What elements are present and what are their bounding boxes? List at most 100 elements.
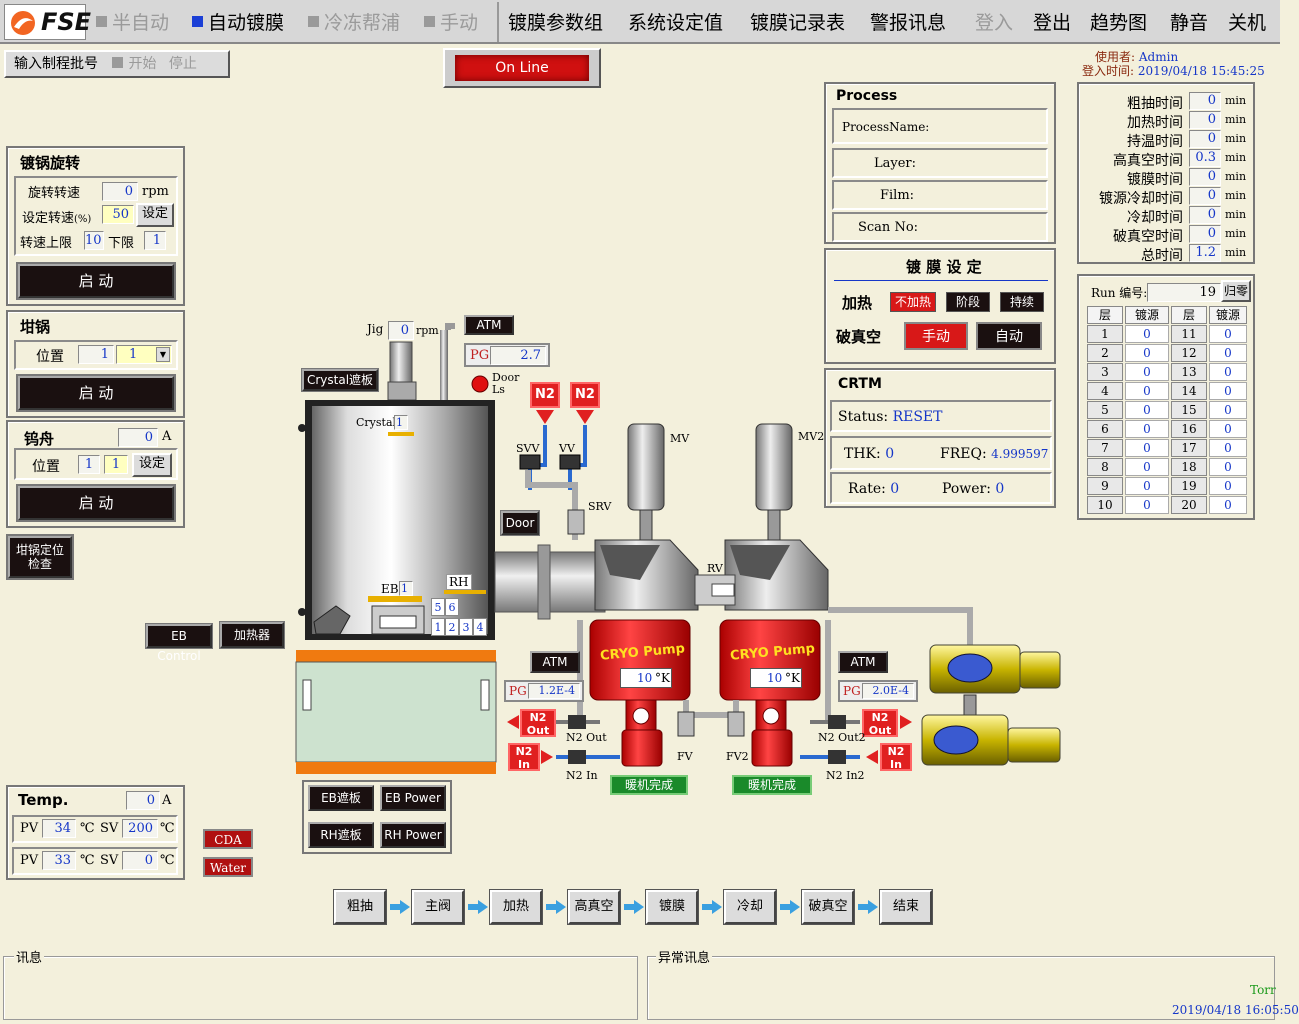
timer-unit: min <box>1225 227 1247 240</box>
menu-logout[interactable]: 登出 <box>1033 12 1072 34</box>
source-cell: 0 <box>1125 420 1169 438</box>
batch-input-button[interactable]: 输入制程批号 开始 停止 <box>4 50 230 78</box>
temp-row1 <box>12 815 178 843</box>
upper-limit-value: 10 <box>84 231 104 250</box>
svv-valve <box>519 454 541 470</box>
continuous-heat-button[interactable]: 持续 <box>1000 292 1044 312</box>
gas-pipe <box>440 330 448 402</box>
boat-set-button[interactable]: 设定 <box>132 453 172 477</box>
sv-unit: ℃ <box>160 821 175 836</box>
mode-semi-auto[interactable]: 半自动 <box>96 8 169 35</box>
crucible-start-button[interactable]: 启 动 <box>18 376 174 410</box>
boat-pos-input[interactable]: 1 <box>104 455 128 474</box>
crucible-pos-select[interactable]: 1 ▼ <box>116 345 172 364</box>
set-speed-button[interactable]: 设定 <box>136 203 174 227</box>
crucible-pos-value: 1 <box>78 345 114 364</box>
vent-auto-button[interactable]: 自动 <box>976 322 1042 350</box>
menu-coating-records[interactable]: 镀膜记录表 <box>750 12 846 34</box>
n2-tag-right: N2 <box>570 382 600 408</box>
source-cell: 0 <box>1209 363 1247 381</box>
n2-in-left: N2 In <box>508 743 540 771</box>
rv-label: RV <box>707 562 723 575</box>
boat-unit: A <box>162 429 172 444</box>
process-panel: Process ProcessName: Layer: Film: Scan N… <box>824 82 1056 244</box>
arrow-left-icon <box>507 715 519 729</box>
mv2-label: MV2 <box>798 430 825 443</box>
crystal-shutter-button[interactable]: Crystal遮板 <box>302 369 378 391</box>
layer-cell: 16 <box>1171 420 1207 438</box>
source-cell: 0 <box>1125 401 1169 419</box>
no-heat-button[interactable]: 不加热 <box>890 292 936 312</box>
menu-alarm-messages[interactable]: 警报讯息 <box>870 12 947 34</box>
rh-cell: 2 <box>445 618 459 636</box>
layer-cell: 6 <box>1087 420 1123 438</box>
sequence-step: 加热 <box>490 890 542 924</box>
pv-label: PV <box>20 821 39 836</box>
timer-label: 总时间 <box>1141 248 1183 264</box>
mode-cryo-pump[interactable]: 冷冻帮浦 <box>308 8 400 35</box>
arrow-right-icon <box>624 900 644 914</box>
lower-limit-value: 1 <box>144 231 166 250</box>
layer-cell: 15 <box>1171 401 1207 419</box>
run-reset-button[interactable]: 归零 <box>1221 280 1251 302</box>
vent-manual-button[interactable]: 手动 <box>904 322 968 350</box>
run-header: 镀源 <box>1209 306 1247 324</box>
checkbox-icon <box>112 57 124 68</box>
eb-power-button[interactable]: EB Power <box>380 785 446 811</box>
crystal-value: 1 <box>394 415 408 430</box>
sequence-step: 冷却 <box>724 890 776 924</box>
upper-limit-label: 转速上限 <box>20 236 73 251</box>
eb-label: EB <box>381 582 399 596</box>
door-button[interactable]: Door <box>501 511 539 535</box>
login-time: 登入时间: 2019/04/18 15:45:25 <box>1082 64 1265 78</box>
kelvin-unit: °K <box>785 671 800 685</box>
heater-button[interactable]: 加热器 <box>220 622 284 648</box>
rotation-panel: 镀锅旋转 旋转转速 0 rpm 设定转速(%) 50 设定 转速上限 10 下限… <box>6 146 185 306</box>
menu-trend[interactable]: 趋势图 <box>1090 12 1148 34</box>
menu-login[interactable]: 登入 <box>975 12 1014 34</box>
speed-unit: rpm <box>142 184 169 199</box>
mode-auto-coating[interactable]: 自动镀膜 <box>192 8 284 35</box>
rh-power-button[interactable]: RH Power <box>380 822 446 848</box>
top-menu-bar: FSE 半自动 自动镀膜 冷冻帮浦 手动 镀膜参数组 系统设定值 镀膜记录表 警… <box>0 0 1280 44</box>
timer-value: 0.3 <box>1189 149 1221 167</box>
run-value: 19 <box>1147 283 1221 302</box>
sequence-step: 高真空 <box>568 890 620 924</box>
temp-title: Temp. <box>18 791 69 809</box>
rh-shutter-button[interactable]: RH遮板 <box>308 822 374 848</box>
mv-cylinder <box>627 423 665 511</box>
boat-current: 0 <box>118 428 158 447</box>
set-speed-input[interactable]: 50 <box>102 205 134 224</box>
eb-shutter-button[interactable]: EB遮板 <box>308 785 374 811</box>
rh-cell: 6 <box>445 598 459 616</box>
source-cell: 0 <box>1209 401 1247 419</box>
stage-heat-button[interactable]: 阶段 <box>946 292 990 312</box>
source-cell: 0 <box>1209 496 1247 514</box>
mode-manual[interactable]: 手动 <box>424 8 478 35</box>
timer-label: 粗抽时间 <box>1127 96 1183 112</box>
menu-coating-params[interactable]: 镀膜参数组 <box>508 12 604 34</box>
layer-cell: 10 <box>1087 496 1123 514</box>
crucible-check-button[interactable]: 坩锅定位检查 <box>8 536 72 578</box>
rotation-start-button[interactable]: 启 动 <box>18 264 174 298</box>
timer-value: 0 <box>1189 206 1221 224</box>
n2-out-left: N2 Out <box>520 709 556 737</box>
pv-label: PV <box>20 853 39 868</box>
timer-value: 0 <box>1189 92 1221 110</box>
sequence-step: 主阀 <box>412 890 464 924</box>
alarm-message-box: 异常讯息 <box>647 947 1275 1020</box>
set-speed-label: 设定转速(%) <box>22 211 92 226</box>
arrow-right-icon <box>390 900 410 914</box>
eb-control-button[interactable]: EB Control <box>146 624 212 663</box>
chevron-down-icon[interactable]: ▼ <box>156 347 170 362</box>
menu-system-settings[interactable]: 系统设定值 <box>628 12 724 34</box>
timer-unit: min <box>1225 151 1247 164</box>
kelvin-unit: °K <box>655 671 670 685</box>
menu-mute[interactable]: 静音 <box>1170 12 1209 34</box>
menu-shutdown[interactable]: 关机 <box>1228 12 1267 34</box>
boat-start-button[interactable]: 启 动 <box>18 486 174 520</box>
jig-value: 0 <box>388 321 414 340</box>
layer-cell: 5 <box>1087 401 1123 419</box>
layer-cell: 17 <box>1171 439 1207 457</box>
